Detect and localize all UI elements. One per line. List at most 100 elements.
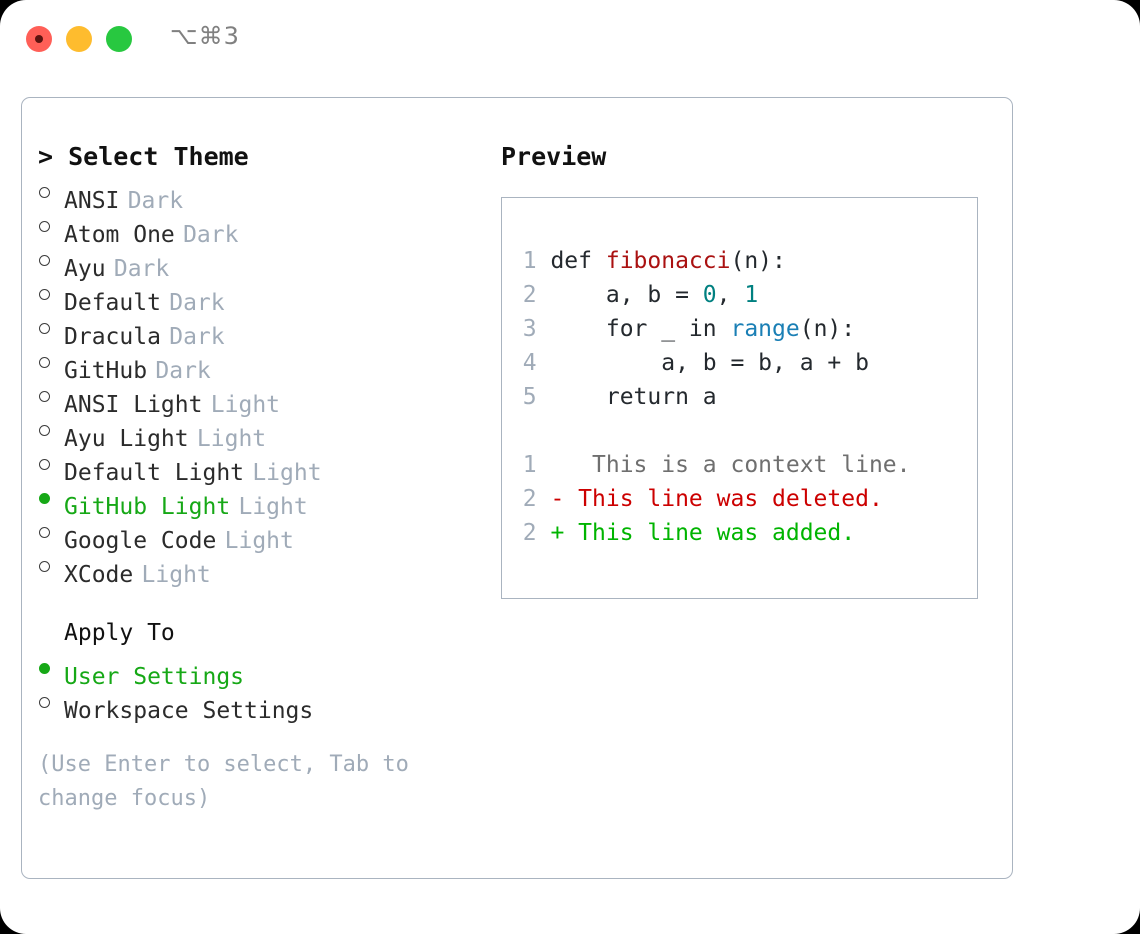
radio-unselected-icon [39,221,50,232]
select-theme-heading: > Select Theme [38,142,249,171]
code-line-text: def fibonacci(n): [550,244,785,278]
code-line: 5 return a [520,380,977,414]
radio-unselected-icon [39,459,50,470]
radio-unselected-icon [39,187,50,198]
code-token-num: 1 [744,282,759,308]
code-line: 4 a, b = b, a + b [520,346,977,380]
theme-option-label: XCode [64,562,134,588]
diff-line-add: 2 + This line was added. [520,516,977,550]
diff-line-del: 2- This line was deleted. [520,482,977,516]
radio-unselected-icon [39,425,50,436]
diff-line-content: - This line was deleted. [550,482,882,516]
radio-unselected-icon [39,323,50,334]
diff-text: This line was added. [564,520,856,546]
radio-unselected-icon [39,289,50,300]
radio-cell [38,684,64,718]
line-number: 5 [522,384,537,410]
preview-heading: Preview [501,142,607,171]
theme-option-kind: Dark [113,256,170,282]
line-number: 3 [522,316,537,342]
code-token-plain: def [550,248,606,274]
diff-marker [550,452,564,478]
radio-cell [38,310,64,344]
theme-option-kind: Light [224,528,294,554]
radio-cell [38,174,64,208]
radio-unselected-icon [39,255,50,266]
theme-option-label: Atom One [64,222,175,248]
line-number: 2 [522,520,537,546]
apply-to-heading: Apply To [64,620,175,646]
theme-option-label: Default [64,290,161,316]
theme-option-kind: Light [252,460,322,486]
keyboard-shortcut-label: ⌥⌘3 [170,22,240,50]
theme-option-kind: Dark [169,290,225,316]
theme-option-atom-one[interactable]: Atom One Dark [38,208,468,248]
radio-cell [38,378,64,412]
radio-unselected-icon [39,561,50,572]
code-token-builtin: range [730,316,800,342]
code-token-num: 0 [702,282,717,308]
title-bar: ⌥⌘3 [0,0,1140,80]
line-number: 1 [522,452,537,478]
diff-text: This is a context line. [564,452,911,478]
code-token-plain: (n): [730,248,786,274]
theme-option-default[interactable]: Default Dark [38,276,468,316]
close-icon [35,35,43,43]
apply-to-option-label: Workspace Settings [64,698,314,724]
theme-option-label: GitHub Light [64,494,231,520]
code-line: 2 a, b = 0, 1 [520,278,977,312]
theme-option-kind: Light [210,392,281,418]
line-number: 4 [522,350,537,376]
code-token-plain: (n): [799,316,856,342]
code-token-plain: for _ in [550,316,731,342]
code-line-text: a, b = 0, 1 [550,278,758,312]
line-number: 2 [522,282,537,308]
code-line: 1 def fibonacci(n): [520,244,977,278]
radio-selected-icon [39,493,50,504]
theme-option-label: GitHub [64,358,148,384]
radio-unselected-icon [39,697,50,708]
minimize-button[interactable] [66,26,92,52]
theme-option-label: ANSI [64,188,120,214]
maximize-button[interactable] [106,26,132,52]
code-token-plain: return a [550,384,717,410]
apply-to-option-user-settings[interactable]: User Settings [38,650,468,690]
code-token-plain: , [716,282,745,308]
apply-to-option-workspace-settings[interactable]: Workspace Settings [38,684,468,724]
code-line-text: a, b = b, a + b [550,346,869,380]
radio-unselected-icon [39,357,50,368]
radio-unselected-icon [39,391,50,402]
code-token-func: fibonacci [605,248,731,274]
radio-cell [38,242,64,276]
radio-cell [38,480,64,514]
diff-marker: - [550,486,565,512]
code-line-text: for _ in range(n): [550,312,855,346]
radio-cell [38,208,64,242]
theme-option-kind: Light [238,494,308,520]
theme-option-github-light[interactable]: GitHub Light Light [38,480,468,520]
theme-option-kind: Dark [183,222,239,248]
theme-option-label: Dracula [64,324,161,350]
spacer [520,414,977,448]
radio-cell [38,344,64,378]
line-number: 1 [522,248,537,274]
diff-marker: + [550,520,565,546]
theme-option-label: Ayu Light [64,426,189,452]
diff-line-content: + This line was added. [550,516,855,550]
radio-cell [38,412,64,446]
